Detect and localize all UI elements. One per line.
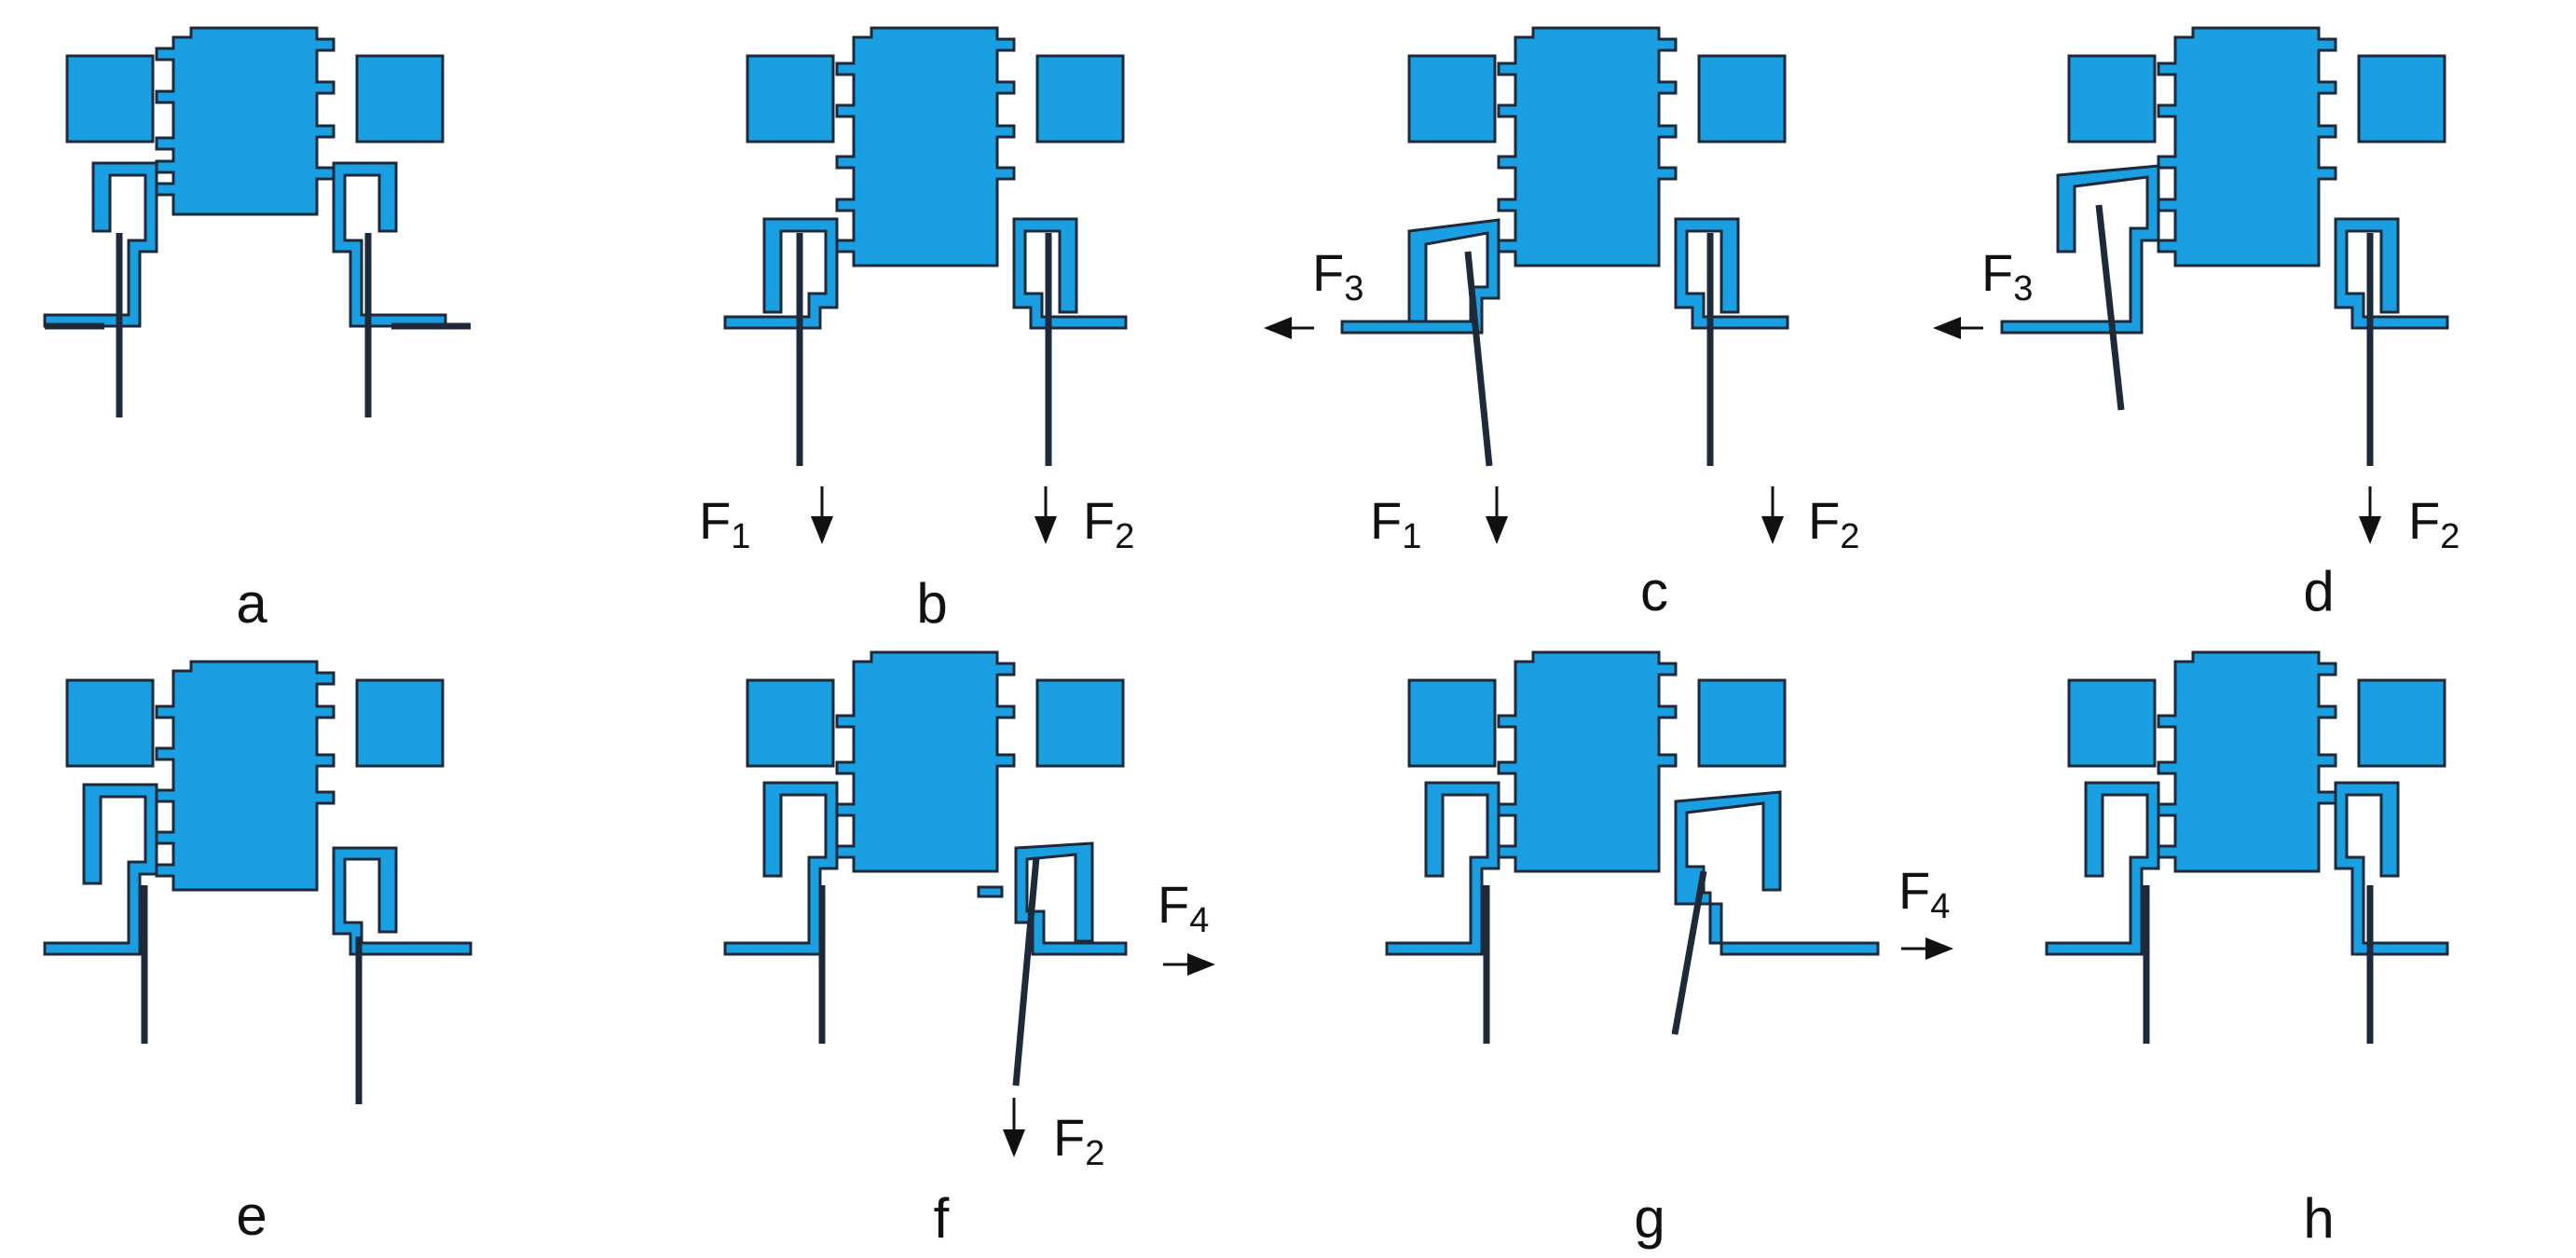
right-block xyxy=(355,54,445,144)
panel-c: F3 F1 F2 c xyxy=(1264,26,1859,622)
right-block xyxy=(1035,54,1125,144)
left-clip xyxy=(2045,781,2160,956)
left-clip xyxy=(43,161,158,328)
force-label-f2: F2 xyxy=(1053,1108,1104,1173)
left-block xyxy=(746,678,835,768)
panel-g: F4 g xyxy=(1385,650,1953,1250)
central-body xyxy=(1497,26,1678,267)
left-block xyxy=(1407,678,1497,768)
right-rod-tilted xyxy=(1671,870,1707,1035)
central-body xyxy=(155,26,336,216)
left-block xyxy=(65,678,155,768)
right-block xyxy=(2357,54,2446,144)
panel-h: h xyxy=(2045,650,2449,1250)
right-clip-displaced xyxy=(1674,790,1880,956)
left-clip xyxy=(723,217,839,330)
right-block xyxy=(1035,678,1125,768)
panel-label: h xyxy=(2303,1187,2334,1250)
left-clip-displaced xyxy=(2000,164,2160,335)
panel-label: f xyxy=(934,1187,950,1250)
central-body xyxy=(1497,650,1678,873)
panel-label: g xyxy=(1634,1187,1665,1250)
panel-label: c xyxy=(1640,560,1668,622)
force-label-f2: F2 xyxy=(2408,491,2460,556)
left-clip xyxy=(43,783,158,956)
right-clip xyxy=(1674,217,1789,330)
left-block xyxy=(65,54,155,144)
left-rod-tilted xyxy=(2095,204,2125,411)
panel-label: b xyxy=(916,572,947,635)
force-label-f3: F3 xyxy=(1981,243,2033,308)
right-block xyxy=(2357,678,2446,768)
central-body xyxy=(155,660,336,892)
right-block xyxy=(355,678,445,768)
force-label-f3: F3 xyxy=(1312,243,1363,308)
force-label-f4: F4 xyxy=(1158,875,1209,940)
panel-e: e xyxy=(43,660,473,1247)
right-clip xyxy=(332,161,447,328)
right-clip xyxy=(2334,217,2449,330)
central-body xyxy=(2157,650,2337,873)
central-body xyxy=(835,26,1016,267)
left-block xyxy=(746,54,835,144)
left-block xyxy=(1407,54,1497,144)
force-label-f2: F2 xyxy=(1808,491,1859,556)
panel-label: e xyxy=(236,1184,267,1247)
central-body xyxy=(2157,26,2337,267)
right-clip xyxy=(2334,781,2449,956)
panel-label: a xyxy=(236,572,267,635)
panel-a: a xyxy=(43,26,471,635)
force-label-f4: F4 xyxy=(1898,861,1950,926)
force-label-f2: F2 xyxy=(1083,491,1134,556)
panel-f: F4 F2 f xyxy=(723,650,1215,1250)
central-body xyxy=(835,650,1016,873)
right-block xyxy=(1697,678,1787,768)
right-block xyxy=(1697,54,1787,144)
left-block xyxy=(2067,678,2157,768)
left-rod-tilted xyxy=(1464,251,1493,467)
panel-d: F3 F2 d xyxy=(1933,26,2460,622)
right-tab-displaced xyxy=(977,885,1004,898)
right-clip xyxy=(1012,217,1128,330)
right-rod-tilted xyxy=(1012,856,1040,1087)
panel-b: F1 F2 b xyxy=(699,26,1134,635)
right-clip-rising xyxy=(332,846,473,956)
panel-label: d xyxy=(2303,560,2334,622)
force-label-f1: F1 xyxy=(699,491,750,556)
left-block xyxy=(2067,54,2157,144)
force-label-f1: F1 xyxy=(1370,491,1421,556)
left-clip xyxy=(1385,781,1500,956)
